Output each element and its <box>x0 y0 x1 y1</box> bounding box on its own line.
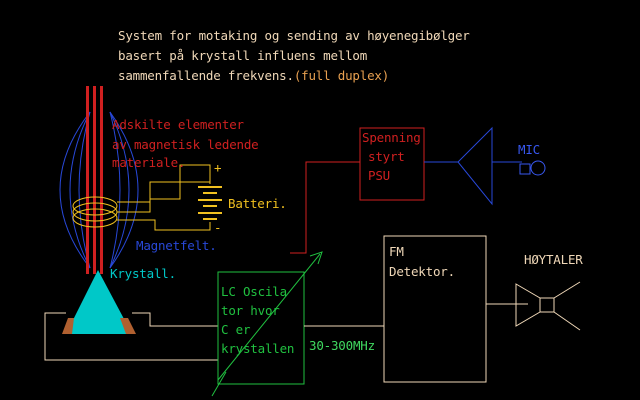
frequency-label: 30-300MHz <box>309 338 375 353</box>
battery-symbol <box>198 186 222 220</box>
mic-symbol <box>519 160 546 176</box>
title-line-2: basert på krystall influens mellom <box>118 48 368 63</box>
oscillator-label-4: krystallen <box>221 341 295 356</box>
oscillator-arrows <box>211 251 323 397</box>
speaker-symbol <box>486 281 581 331</box>
detector-box <box>383 235 487 383</box>
crystal <box>62 270 136 334</box>
battery-minus: - <box>214 220 222 235</box>
elements-label-3: materiale. <box>112 155 186 170</box>
oscillator-label-3: C er <box>221 322 251 337</box>
psu-label-1: Spenning <box>362 130 421 145</box>
psu-label-2: styrt <box>368 149 405 164</box>
oscillator-label-1: LC Oscila <box>221 284 287 299</box>
battery-plus: + <box>214 160 222 175</box>
magnetic-element-bars <box>86 86 103 274</box>
battery-label: Batteri. <box>228 196 287 211</box>
detector-label-1: FM <box>389 244 404 259</box>
mic-label: MIC <box>518 142 540 157</box>
psu-wire <box>290 161 360 254</box>
psu-label-3: PSU <box>368 168 390 183</box>
title-line-1: System for motaking og sending av høyene… <box>118 28 470 43</box>
crystal-loop-wire <box>44 312 218 361</box>
elements-label-2: av magnetisk ledende <box>112 137 259 152</box>
title-line-3-main: sammenfallende frekvens. <box>118 68 294 83</box>
oscillator-label-2: tor hvor <box>221 303 280 318</box>
title-line-3: sammenfallende frekvens.(full duplex) <box>118 68 389 83</box>
detector-label-2: Detektor. <box>389 264 455 279</box>
elements-label-1: Adskilte elementer <box>112 117 244 132</box>
speaker-label: HØYTALER <box>524 252 583 267</box>
psu-box <box>359 127 425 201</box>
magnetfield-label: Magnetfelt. <box>136 238 217 253</box>
title-line-3-paren: (full duplex) <box>293 68 390 83</box>
crystal-label: Krystall. <box>110 266 176 281</box>
battery-circuit <box>117 164 211 231</box>
mic-amplifier <box>424 126 522 206</box>
magnetic-field-lines <box>59 111 139 269</box>
oscillator-box <box>217 271 305 385</box>
